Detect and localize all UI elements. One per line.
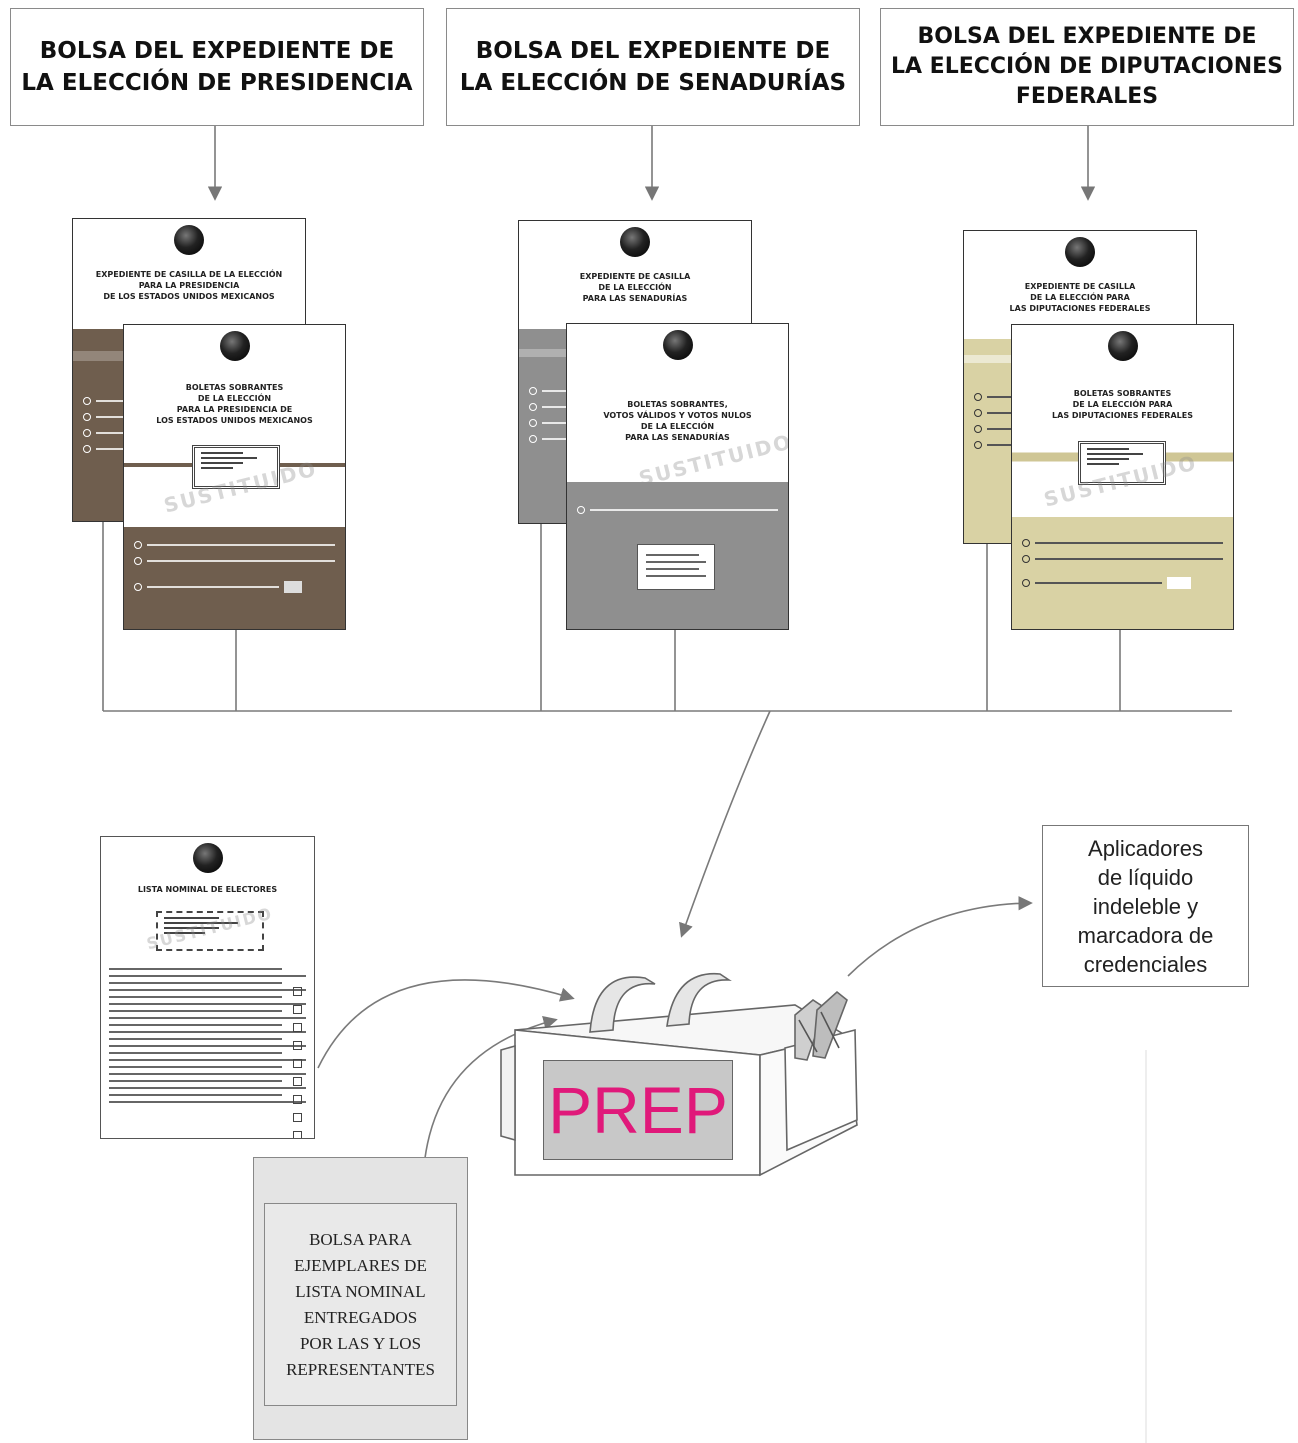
seal-icon bbox=[219, 331, 250, 361]
seal-icon bbox=[1065, 237, 1095, 267]
doc-title: BOLETAS SOBRANTES DE LA ELECCIÓN PARA LA… bbox=[1052, 389, 1193, 420]
doc-title: LISTA NOMINAL DE ELECTORES bbox=[137, 885, 278, 894]
doc-sen-boletas: BOLETAS SOBRANTES, VOTOS VÁLIDOS Y VOTOS… bbox=[566, 323, 789, 630]
doc-lista-nominal: LISTA NOMINAL DE ELECTORES SUSTITUIDO bbox=[100, 836, 315, 1139]
doc-title: EXPEDIENTE DE CASILLA DE LA ELECCIÓN PAR… bbox=[95, 270, 283, 301]
header-senadurias: BOLSA DEL EXPEDIENTE DE LA ELECCIÓN DE S… bbox=[446, 8, 860, 126]
aplicadores-label: Aplicadores de líquido indeleble y marca… bbox=[1042, 825, 1249, 987]
arrow-to-aplicadores bbox=[847, 896, 1033, 977]
seal-icon bbox=[174, 225, 204, 255]
arrow-to-prep bbox=[679, 710, 771, 938]
prep-label: PREP bbox=[543, 1060, 733, 1160]
seal-icon bbox=[192, 843, 223, 873]
doc-pres-boletas: BOLETAS SOBRANTES DE LA ELECCIÓN PARA LA… bbox=[123, 324, 346, 630]
header-diputaciones: BOLSA DEL EXPEDIENTE DE LA ELECCIÓN DE D… bbox=[880, 8, 1294, 126]
seal-icon bbox=[620, 227, 650, 257]
header-presidencia: BOLSA DEL EXPEDIENTE DE LA ELECCIÓN DE P… bbox=[10, 8, 424, 126]
bolsa-lista-nominal-label: BOLSA PARA EJEMPLARES DE LISTA NOMINAL E… bbox=[264, 1203, 457, 1406]
doc-title: EXPEDIENTE DE CASILLA DE LA ELECCIÓN PAR… bbox=[1009, 282, 1151, 313]
doc-title: BOLETAS SOBRANTES, VOTOS VÁLIDOS Y VOTOS… bbox=[603, 400, 752, 442]
bolsa-lista-nominal: BOLSA PARA EJEMPLARES DE LISTA NOMINAL E… bbox=[253, 1157, 468, 1440]
seal-icon bbox=[662, 330, 693, 360]
seal-icon bbox=[1107, 331, 1138, 361]
doc-title: EXPEDIENTE DE CASILLA DE LA ELECCIÓN PAR… bbox=[579, 272, 691, 303]
doc-dip-boletas: BOLETAS SOBRANTES DE LA ELECCIÓN PARA LA… bbox=[1011, 324, 1234, 630]
arrow-lista-to-prep bbox=[317, 979, 575, 1069]
doc-title: BOLETAS SOBRANTES DE LA ELECCIÓN PARA LA… bbox=[156, 383, 313, 425]
